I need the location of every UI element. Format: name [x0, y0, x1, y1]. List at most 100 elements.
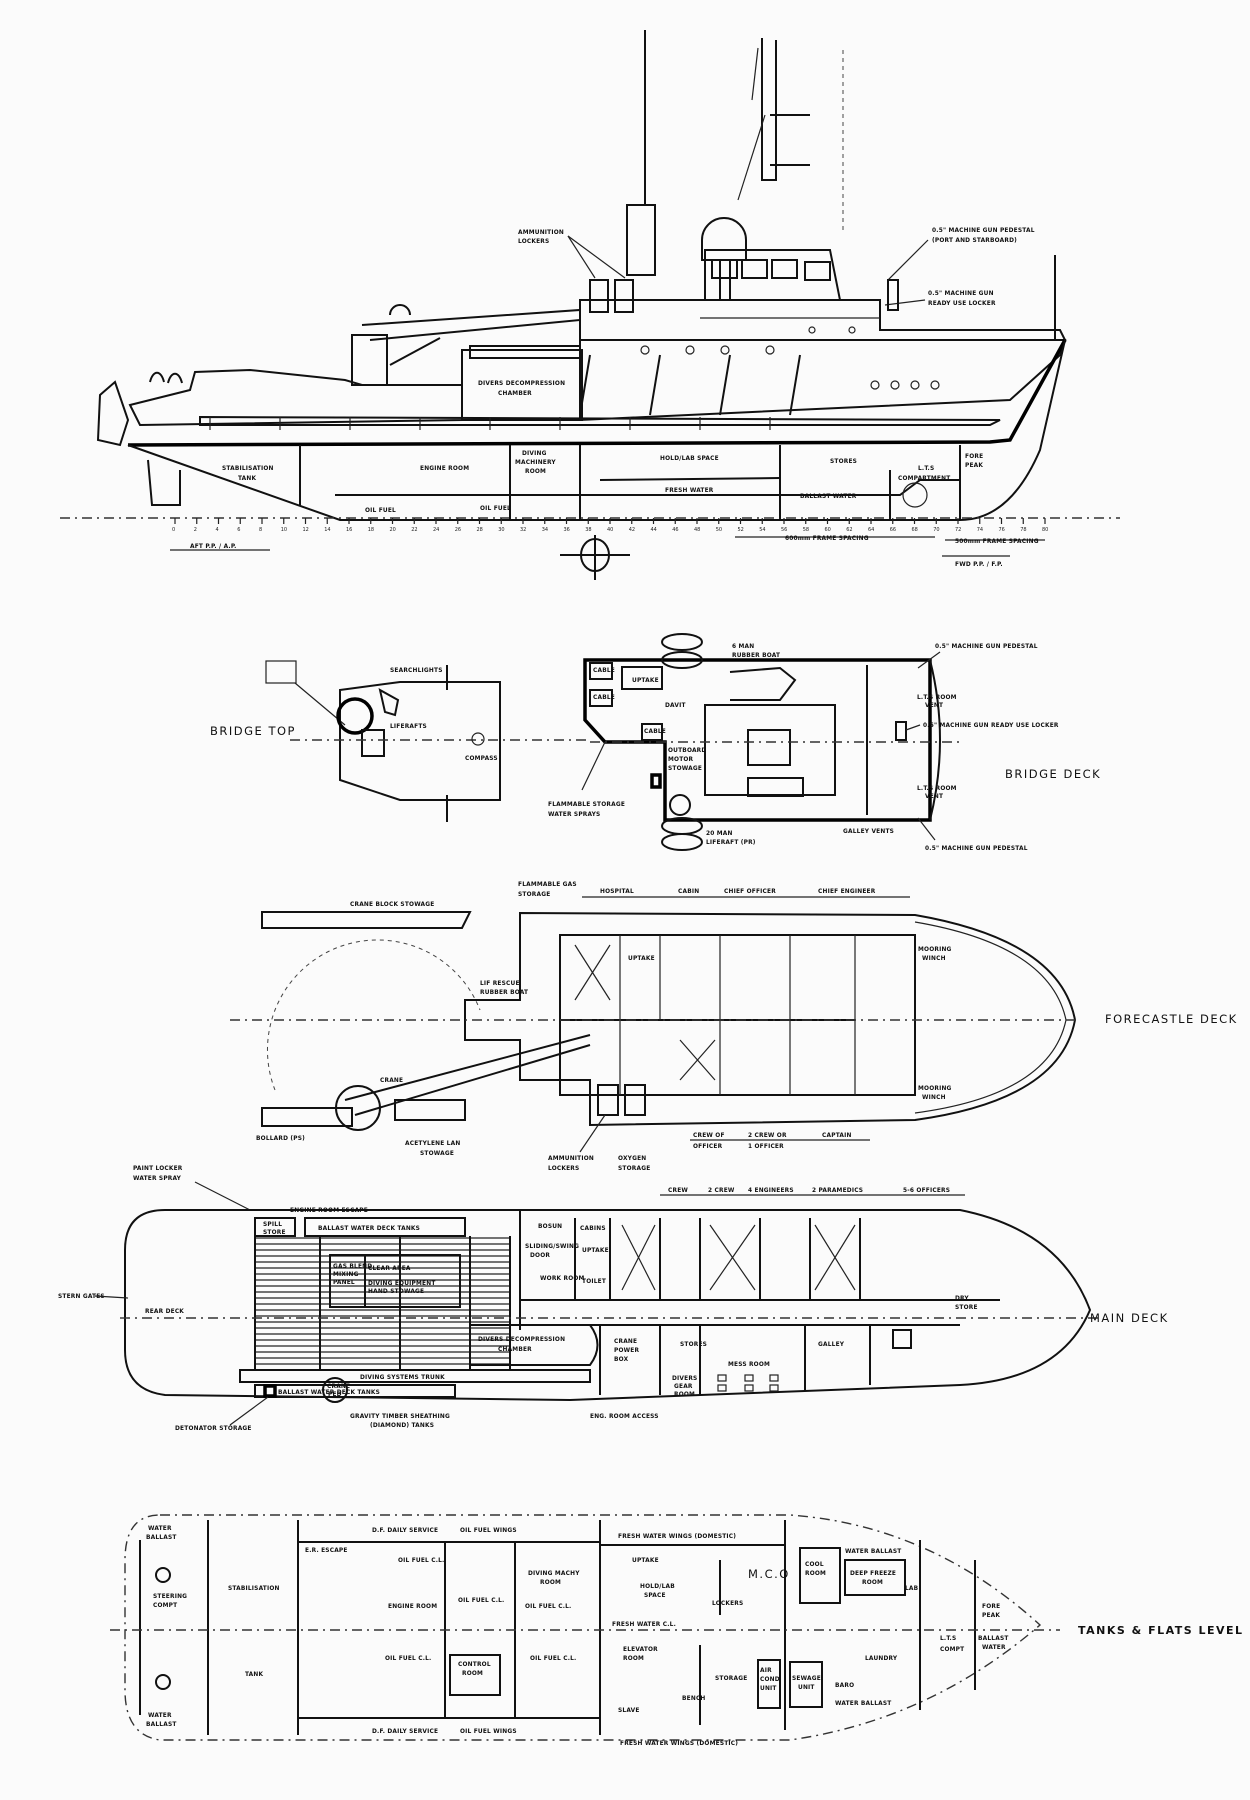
forecastle-deck-plan: CRANE BLOCK STOWAGE FLAMMABLE GAS STORAG… — [230, 880, 1238, 1172]
frame-number-label: 52 — [738, 527, 744, 533]
label-fw-wings-bottom: FRESH WATER WINGS (DOMESTIC) — [620, 1739, 738, 1747]
frame-number-label: 2 — [194, 527, 197, 533]
label-decompression-l2: CHAMBER — [498, 389, 532, 397]
label-cabin-dim-3: 4 ENGINEERS — [748, 1186, 794, 1194]
label-liferaft-l2: LIFERAFT (PR) — [706, 838, 756, 846]
frame-number-label: 38 — [585, 527, 591, 533]
label-uptake-fc: UPTAKE — [628, 954, 655, 962]
frame-number-label: 44 — [651, 527, 657, 533]
label-stern-gates: STERN GATES — [58, 1292, 105, 1300]
frame-number-label: 16 — [346, 527, 352, 533]
label-diving-systems: DIVING SYSTEMS TRUNK — [360, 1373, 445, 1381]
frame-number-label: 48 — [694, 527, 700, 533]
frame-number-label: 50 — [716, 527, 722, 533]
label-compass: COMPASS — [465, 754, 498, 762]
label-wb-fwd-top: WATER BALLAST — [845, 1547, 901, 1555]
view-title-forecastle-deck: FORECASTLE DECK — [1105, 1012, 1238, 1026]
frame-number-label: 20 — [390, 527, 396, 533]
view-title-main-deck: MAIN DECK — [1090, 1311, 1169, 1325]
label-air-cond-l1: AIR — [760, 1666, 772, 1674]
frame-number-label: 24 — [433, 527, 439, 533]
view-title-tanks-flats: TANKS & FLATS LEVEL — [1078, 1624, 1244, 1637]
label-diving-machy-l2: ROOM — [540, 1578, 561, 1586]
label-crew-officer-2: 2 CREW OR — [748, 1131, 787, 1139]
label-ammunition-fc-l1: AMMUNITION — [548, 1154, 594, 1162]
crane-pedestal-icon — [322, 1377, 348, 1403]
label-lts-vent-top-l1: L.T.S ROOM — [917, 693, 957, 701]
label-ammunition-lockers-l2: LOCKERS — [518, 237, 549, 245]
label-fresh-water: FRESH WATER — [665, 486, 714, 494]
tanks-flats-outline — [124, 1514, 1042, 1741]
main-mast — [761, 38, 777, 181]
label-ballast-water-tf-l2: WATER — [982, 1643, 1006, 1651]
label-steering-l2: COMPT — [153, 1601, 177, 1609]
label-outboard-l3: STOWAGE — [668, 764, 702, 772]
main-deck-plan: PAINT LOCKER WATER SPRAY ENGINE ROOM ESC… — [58, 1164, 1169, 1432]
label-mg-ready-use-bridge: 0.5" MACHINE GUN READY USE LOCKER — [923, 721, 1059, 729]
label-rescue-boat-l1: LIF RESCUE — [480, 979, 520, 987]
label-mooring-winch-bottom-l1: MOORING — [918, 1084, 952, 1092]
label-crane-ped-l2: PED — [328, 1390, 342, 1398]
label-fw-cl: FRESH WATER C.L. — [612, 1620, 676, 1628]
label-mg-ready-use-l1: 0.5" MACHINE GUN — [928, 289, 994, 297]
label-crane: CRANE — [380, 1076, 403, 1084]
label-of-cl-5: OIL FUEL C.L. — [530, 1654, 576, 1662]
label-detonator: DETONATOR STORAGE — [175, 1424, 252, 1432]
label-eng-room-access: ENG. ROOM ACCESS — [590, 1412, 659, 1420]
label-davit: DAVIT — [665, 701, 686, 709]
frame-number-label: 6 — [237, 527, 240, 533]
label-oxygen-l1: OXYGEN — [618, 1154, 646, 1162]
label-of-wings-top: OIL FUEL WINGS — [460, 1526, 517, 1534]
label-clear-area-l2: DIVING EQUIPMENT — [368, 1279, 436, 1287]
label-acetylene-l1: ACETYLENE LAN — [405, 1139, 460, 1147]
label-crane-ped-l1: CRANE — [327, 1382, 350, 1390]
radar-scanner-icon — [336, 697, 374, 735]
label-lab: LAB — [905, 1584, 919, 1592]
label-hold-tf-l2: SPACE — [644, 1591, 666, 1599]
label-crew-officer-2b: 1 OFFICER — [748, 1142, 784, 1150]
label-dry-store-l1: DRY — [955, 1294, 969, 1302]
frame-number-label: 68 — [912, 527, 918, 533]
accommodation-block — [559, 934, 916, 1096]
label-tank-tf: TANK — [245, 1670, 264, 1678]
frame-number-label: 34 — [542, 527, 548, 533]
label-fw-wings-top: FRESH WATER WINGS (DOMESTIC) — [618, 1532, 736, 1540]
label-of-cl-3: OIL FUEL C.L. — [385, 1654, 431, 1662]
label-liferafts: LIFERAFTS — [390, 722, 427, 730]
label-sliding-door-l1: SLIDING/SWING — [525, 1242, 579, 1250]
label-water-ballast-top-l1: WATER — [148, 1524, 172, 1532]
label-oxygen-l2: STORAGE — [618, 1164, 650, 1172]
label-air-cond-l2: COND — [760, 1675, 780, 1683]
frame-number-label: 76 — [999, 527, 1005, 533]
label-lts-vent-bottom-l2: VENT — [925, 792, 943, 800]
label-slave: SLAVE — [618, 1706, 640, 1714]
label-clear-area-l1: CLEAR AREA — [368, 1264, 411, 1272]
label-stabiliser-tank-l1: STABILISATION — [222, 464, 274, 472]
label-escape: E.R. ESCAPE — [305, 1546, 348, 1554]
label-mooring-winch-top-l2: WINCH — [922, 954, 946, 962]
label-mg-ready-use-l2: READY USE LOCKER — [928, 299, 996, 307]
label-mine-lab-l3: PANEL — [333, 1278, 355, 1286]
label-flammable-storage-l2: WATER SPRAYS — [548, 810, 600, 818]
bridge-top-outline — [339, 681, 501, 801]
frame-number-label: 28 — [477, 527, 483, 533]
label-of-cl-1: OIL FUEL C.L. — [398, 1556, 444, 1564]
label-diving-machinery-l1: DIVING — [522, 449, 547, 457]
label-crane-block-storage: CRANE BLOCK STOWAGE — [350, 900, 434, 908]
label-diving-machy-l1: DIVING MACHY — [528, 1569, 580, 1577]
label-of-cl-2: OIL FUEL C.L. — [458, 1596, 504, 1604]
label-cabins: CABINS — [580, 1224, 606, 1232]
label-rubber-boat-l1: 6 MAN — [732, 642, 754, 650]
frame-number-label: 4 — [216, 527, 219, 533]
label-steering-l1: STEERING — [153, 1592, 187, 1600]
frame-number-label: 58 — [803, 527, 809, 533]
frame-number-label: 56 — [781, 527, 787, 533]
label-clear-area-l3: HAND STOWAGE — [368, 1287, 424, 1295]
frame-number-label: 8 — [259, 527, 262, 533]
label-chief-officer: CHIEF OFFICER — [724, 887, 776, 895]
label-cabin-dim-1: CREW — [668, 1186, 688, 1194]
label-lts-vent-top-l2: VENT — [925, 701, 943, 709]
midship-symbol-icon — [560, 535, 630, 580]
label-cool-l2: ROOM — [805, 1569, 826, 1577]
